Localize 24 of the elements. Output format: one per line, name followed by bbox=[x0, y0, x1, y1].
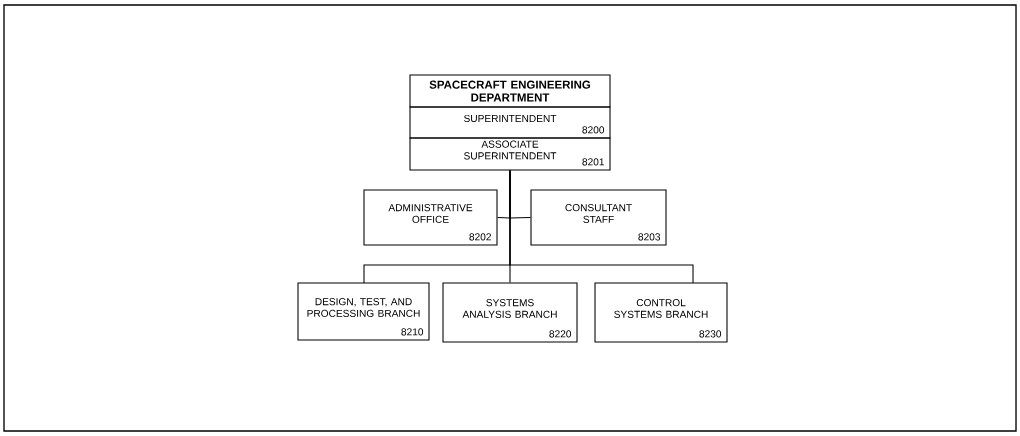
org-box bbox=[409, 106, 611, 139]
code-number: 8220 bbox=[549, 330, 572, 338]
org-box bbox=[442, 282, 578, 343]
code-number: 8230 bbox=[699, 330, 722, 338]
org-box bbox=[363, 189, 498, 246]
box-title: SPACECRAFT ENGINEERING DEPARTMENT bbox=[429, 80, 591, 102]
org-box bbox=[409, 137, 611, 171]
org-box bbox=[409, 74, 611, 108]
box-title: ADMINISTRATIVE OFFICE bbox=[388, 204, 473, 223]
code-number: 8201 bbox=[582, 158, 604, 166]
code-number: 8203 bbox=[638, 233, 660, 241]
org-box bbox=[530, 189, 667, 246]
box-title: CONTROL SYSTEMS BRANCH bbox=[614, 299, 708, 318]
box-title: ASSOCIATE SUPERINTENDENT bbox=[464, 140, 557, 160]
code-number: 8200 bbox=[582, 126, 605, 134]
org-box bbox=[594, 282, 728, 343]
box-title: SYSTEMS ANALYSIS BRANCH bbox=[462, 299, 557, 318]
box-title: CONSULTANT STAFF bbox=[565, 204, 632, 223]
code-number: 8202 bbox=[469, 233, 491, 241]
connector-line bbox=[509, 170, 694, 284]
org-box bbox=[297, 282, 430, 341]
box-title: DESIGN, TEST, AND PROCESSING BRANCH bbox=[307, 298, 420, 317]
code-number: 8210 bbox=[401, 328, 424, 336]
box-title: SUPERINTENDENT bbox=[464, 114, 557, 123]
